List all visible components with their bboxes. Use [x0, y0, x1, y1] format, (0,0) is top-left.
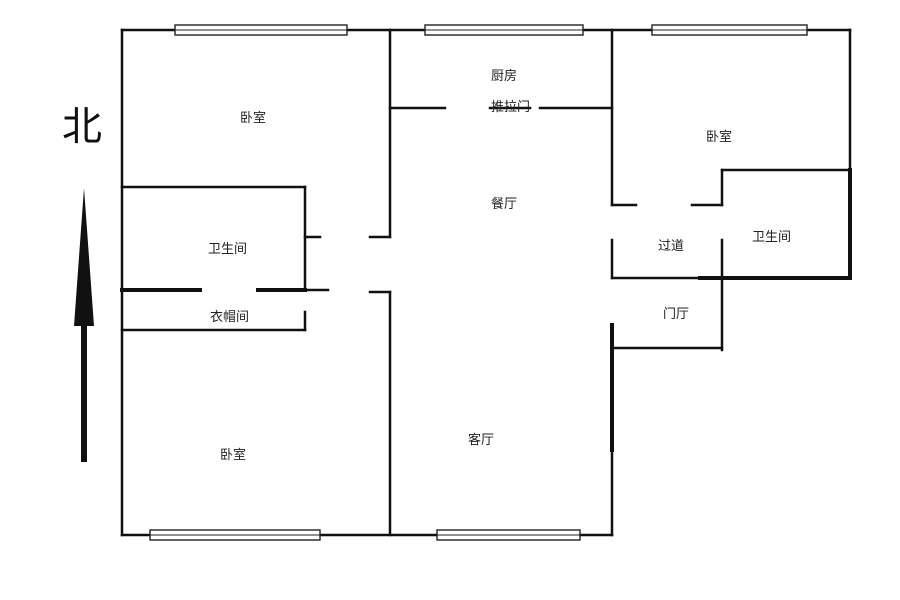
label-dining: 餐厅: [491, 196, 517, 212]
window-south-1: [149, 529, 321, 541]
north-label: 北: [62, 104, 102, 150]
label-corridor: 过道: [658, 239, 684, 254]
window-north-1: [174, 24, 348, 36]
windows: [149, 24, 808, 541]
label-bedroom-sw: 卧室: [220, 447, 246, 463]
window-north-3: [651, 24, 808, 36]
label-bathroom-e: 卫生间: [752, 230, 791, 245]
label-cloakroom: 衣帽间: [210, 309, 249, 325]
window-south-2: [436, 529, 581, 541]
label-bedroom-nw: 卧室: [240, 110, 266, 126]
label-bathroom-w: 卫生间: [208, 242, 247, 257]
north-arrow-shaft: [81, 322, 87, 462]
label-foyer: 门厅: [663, 307, 689, 322]
label-living: 客厅: [468, 432, 494, 448]
room-labels: 卧室 厨房 推拉门 卧室 餐厅 卫生间 过道 卫生间 衣帽间 门厅 客厅 卧室: [208, 68, 791, 463]
label-bedroom-ne: 卧室: [706, 129, 732, 145]
label-sliding-door: 推拉门: [491, 100, 530, 115]
label-kitchen: 厨房: [491, 68, 517, 84]
window-north-2: [424, 24, 584, 36]
north-indicator: 北: [62, 104, 102, 462]
north-arrow-icon: [74, 188, 94, 326]
